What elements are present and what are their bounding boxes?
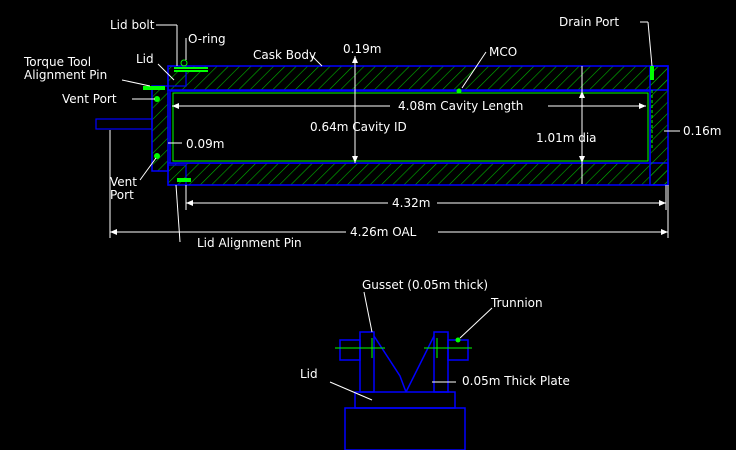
- label-drain-port: Drain Port: [559, 15, 619, 29]
- lid-alignment-pin-shape: [177, 178, 191, 182]
- vent-port-top-shape: [154, 96, 160, 102]
- o-ring-shape: [180, 59, 188, 67]
- leader-lines: [121, 21, 653, 243]
- label-cavity-length: 4.08m Cavity Length: [398, 99, 523, 113]
- label-lid-alignment-pin: Lid Alignment Pin: [197, 236, 302, 250]
- label-lid-bolt: Lid bolt: [110, 18, 155, 32]
- trunnion-left: [339, 339, 361, 361]
- detail-leaders: [329, 291, 493, 401]
- label-body-length: 4.32m: [392, 196, 430, 210]
- label-vent-port-bottom-line2: Port: [110, 188, 134, 202]
- lid-lower-plate: [354, 391, 456, 409]
- label-plate: 0.05m Thick Plate: [462, 374, 570, 388]
- label-cavity-id: 0.64m Cavity ID: [310, 120, 407, 134]
- torque-pin-shape: [143, 86, 165, 90]
- label-mco: MCO: [489, 45, 517, 59]
- drain-port-shape: [650, 66, 654, 80]
- mco-shell: [172, 92, 649, 162]
- label-lid: Lid: [136, 52, 154, 66]
- label-vent-port-bottom-line1: Vent: [110, 175, 137, 189]
- vent-port-bottom-shape: [154, 153, 160, 159]
- dimension-lines: [109, 56, 680, 238]
- label-mco-dia: 1.01m dia: [536, 131, 597, 145]
- lid-flange-bottom: [167, 164, 187, 186]
- cask-bottom-end: [649, 65, 669, 186]
- handle-stub: [95, 118, 153, 130]
- cask-bottom-wall: [167, 162, 669, 186]
- dimension-arrows: [110, 56, 668, 235]
- label-cask-body: Cask Body: [253, 48, 316, 62]
- label-oal: 4.26m OAL: [350, 225, 417, 239]
- label-torque-tool-line2: Alignment Pin: [24, 68, 107, 82]
- cavity: [169, 90, 651, 164]
- gusset-right: [433, 331, 449, 393]
- label-torque-tool-line1: Torque Tool: [23, 55, 91, 69]
- gusset-left: [359, 331, 375, 393]
- lid-detail: [335, 331, 472, 450]
- cask-top-wall: [167, 65, 669, 91]
- label-gusset: Gusset (0.05m thick): [362, 278, 488, 292]
- lid-lower-body: [344, 407, 466, 450]
- label-trunnion: Trunnion: [490, 296, 543, 310]
- label-o-ring: O-ring: [188, 32, 226, 46]
- label-bottom-thickness: 0.16m: [683, 124, 721, 138]
- cask-body: [95, 59, 669, 186]
- trunnion-right: [447, 339, 469, 361]
- label-lid-thickness: 0.09m: [186, 137, 224, 151]
- label-wall-thickness: 0.19m: [343, 42, 381, 56]
- mco-dot: [456, 88, 462, 94]
- label-vent-port-top: Vent Port: [62, 92, 117, 106]
- label-lid-lower: Lid: [300, 367, 318, 381]
